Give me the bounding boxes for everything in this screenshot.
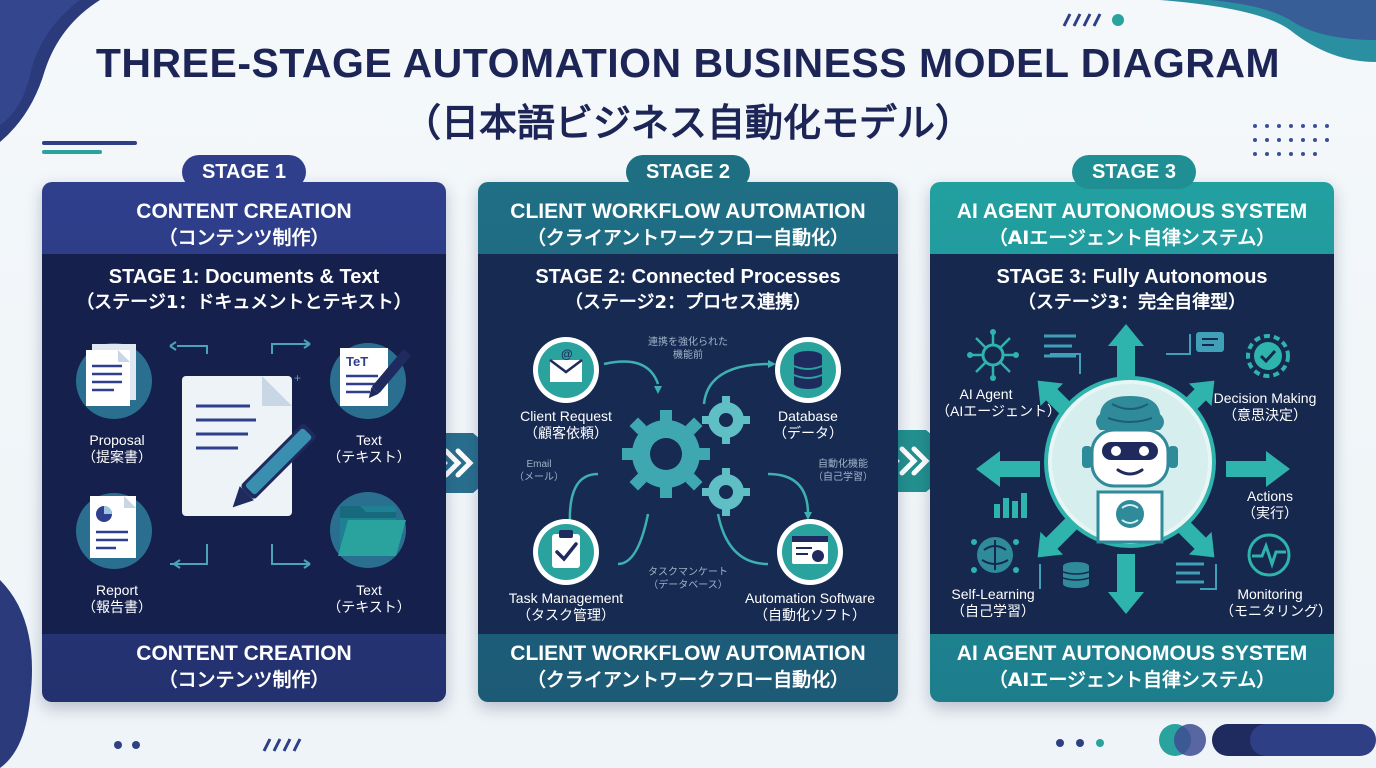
report-label: Report （報告書）: [82, 582, 152, 615]
monitoring-pulse-icon: [1247, 533, 1291, 577]
gears-icon: [622, 396, 750, 516]
stage1-body: STAGE 1: Documents & Text （ステージ1：ドキュメントと…: [42, 254, 446, 634]
corner-decoration-top-left: [0, 0, 100, 142]
text-label-1: Text （テキスト）: [327, 432, 411, 465]
svg-text:TeT: TeT: [346, 354, 368, 369]
stage1-subtitle: STAGE 1: Documents & Text （ステージ1：ドキュメントと…: [76, 266, 412, 313]
dots-decoration-bottom-right: [1056, 739, 1104, 747]
list-lines-icon-2: [1176, 562, 1204, 584]
monitoring-label: Monitoring （モニタリング）: [1220, 586, 1332, 619]
self-learning-label: Self-Learning （自己学習）: [951, 586, 1035, 619]
decision-making-label: Decision Making （意思決定）: [1213, 390, 1317, 423]
text-label-2: Text （テキスト）: [327, 582, 411, 615]
email-request-icon: @: [533, 337, 599, 403]
note-left: Email （メール）: [514, 459, 564, 483]
task-management-label: Task Management （タスク管理）: [508, 590, 624, 623]
stage3-footer: AI AGENT AUTONOMOUS SYSTEM （AIエージェント自律シス…: [956, 642, 1308, 691]
stage2-card: CLIENT WORKFLOW AUTOMATION （クライアントワークフロー…: [478, 182, 898, 702]
stage3-header: AI AGENT AUTONOMOUS SYSTEM （AIエージェント自律シス…: [956, 200, 1308, 249]
automation-software-icon: [777, 519, 843, 585]
actions-label: Actions （実行）: [1242, 488, 1298, 521]
ai-network-icon: [967, 329, 1019, 381]
stage1-connectors: +: [169, 339, 311, 569]
note-top: 連携を強化られた 機能前: [648, 337, 728, 361]
stage1-footer: CONTENT CREATION （コンテンツ制作）: [136, 642, 352, 691]
svg-text:@: @: [561, 347, 573, 361]
stage2-pill: STAGE 2: [626, 155, 750, 189]
note-right: 自動化機能 （自己学習）: [813, 459, 873, 483]
database-icon: [775, 337, 841, 403]
stage1-card: CONTENT CREATION （コンテンツ制作） STAGE 1: Docu…: [42, 182, 446, 702]
clipboard-check-icon: [533, 519, 599, 585]
dots-decoration-bottom-left: [114, 738, 302, 752]
proposal-label: Proposal （提案書）: [82, 432, 152, 465]
bar-chart-icon: [994, 493, 1027, 518]
stage3-subtitle: STAGE 3: Fully Autonomous （ステージ3：完全自律型）: [996, 266, 1268, 313]
page-title: THREE-STAGE AUTOMATION BUSINESS MODEL DI…: [95, 40, 1281, 86]
stage2-body: STAGE 2: Connected Processes （ステージ2：プロセス…: [478, 254, 898, 634]
stage3-card: AI AGENT AUTONOMOUS SYSTEM （AIエージェント自律シス…: [930, 182, 1334, 702]
dots-decoration: [1253, 124, 1329, 156]
database-label: Database （データ）: [773, 408, 843, 441]
document-writing-icon: [182, 376, 316, 516]
stage3-body: STAGE 3: Fully Autonomous （ステージ3：完全自律型）: [930, 254, 1334, 634]
page-subtitle-japanese: （日本語ビジネス自動化モデル）: [402, 101, 973, 145]
stage2-subtitle: STAGE 2: Connected Processes （ステージ2：プロセス…: [535, 266, 841, 313]
report-chart-icon: [76, 493, 152, 569]
chat-card-icon: [1196, 332, 1224, 352]
robot-brain-icon: [1044, 376, 1216, 548]
stage1-pill: STAGE 1: [182, 155, 306, 189]
stage2-header: CLIENT WORKFLOW AUTOMATION （クライアントワークフロー…: [510, 200, 866, 249]
note-bottom: タスクマンケート （データベース）: [648, 567, 728, 591]
automation-software-label: Automation Software （自動化ソフト）: [745, 590, 875, 623]
stage3-pill: STAGE 3: [1072, 155, 1196, 189]
slash-decoration-top: [1062, 13, 1124, 27]
stage2-footer: CLIENT WORKFLOW AUTOMATION （クライアントワークフロー…: [510, 642, 866, 691]
corner-decoration-bottom-left: [0, 580, 32, 768]
svg-text:+: +: [294, 371, 301, 385]
text-pen-icon: TeT: [330, 343, 411, 419]
stage2-connectors: [566, 360, 812, 566]
line-decoration-left: [42, 141, 137, 154]
decision-check-icon: [1246, 334, 1290, 378]
corner-decoration-bottom-right: [1159, 724, 1376, 756]
folder-icon: [330, 492, 406, 568]
client-request-label: Client Request （顧客依頼）: [520, 408, 612, 441]
stage1-header: CONTENT CREATION （コンテンツ制作）: [136, 200, 352, 249]
list-lines-icon: [1044, 334, 1076, 358]
corner-decoration-top-right: [1160, 0, 1376, 62]
ai-agent-label: AI Agent （AIエージェント）: [936, 386, 1061, 419]
proposal-document-icon: [76, 343, 152, 419]
database-small-icon: [1062, 562, 1090, 588]
self-learning-brain-icon: [971, 537, 1019, 573]
